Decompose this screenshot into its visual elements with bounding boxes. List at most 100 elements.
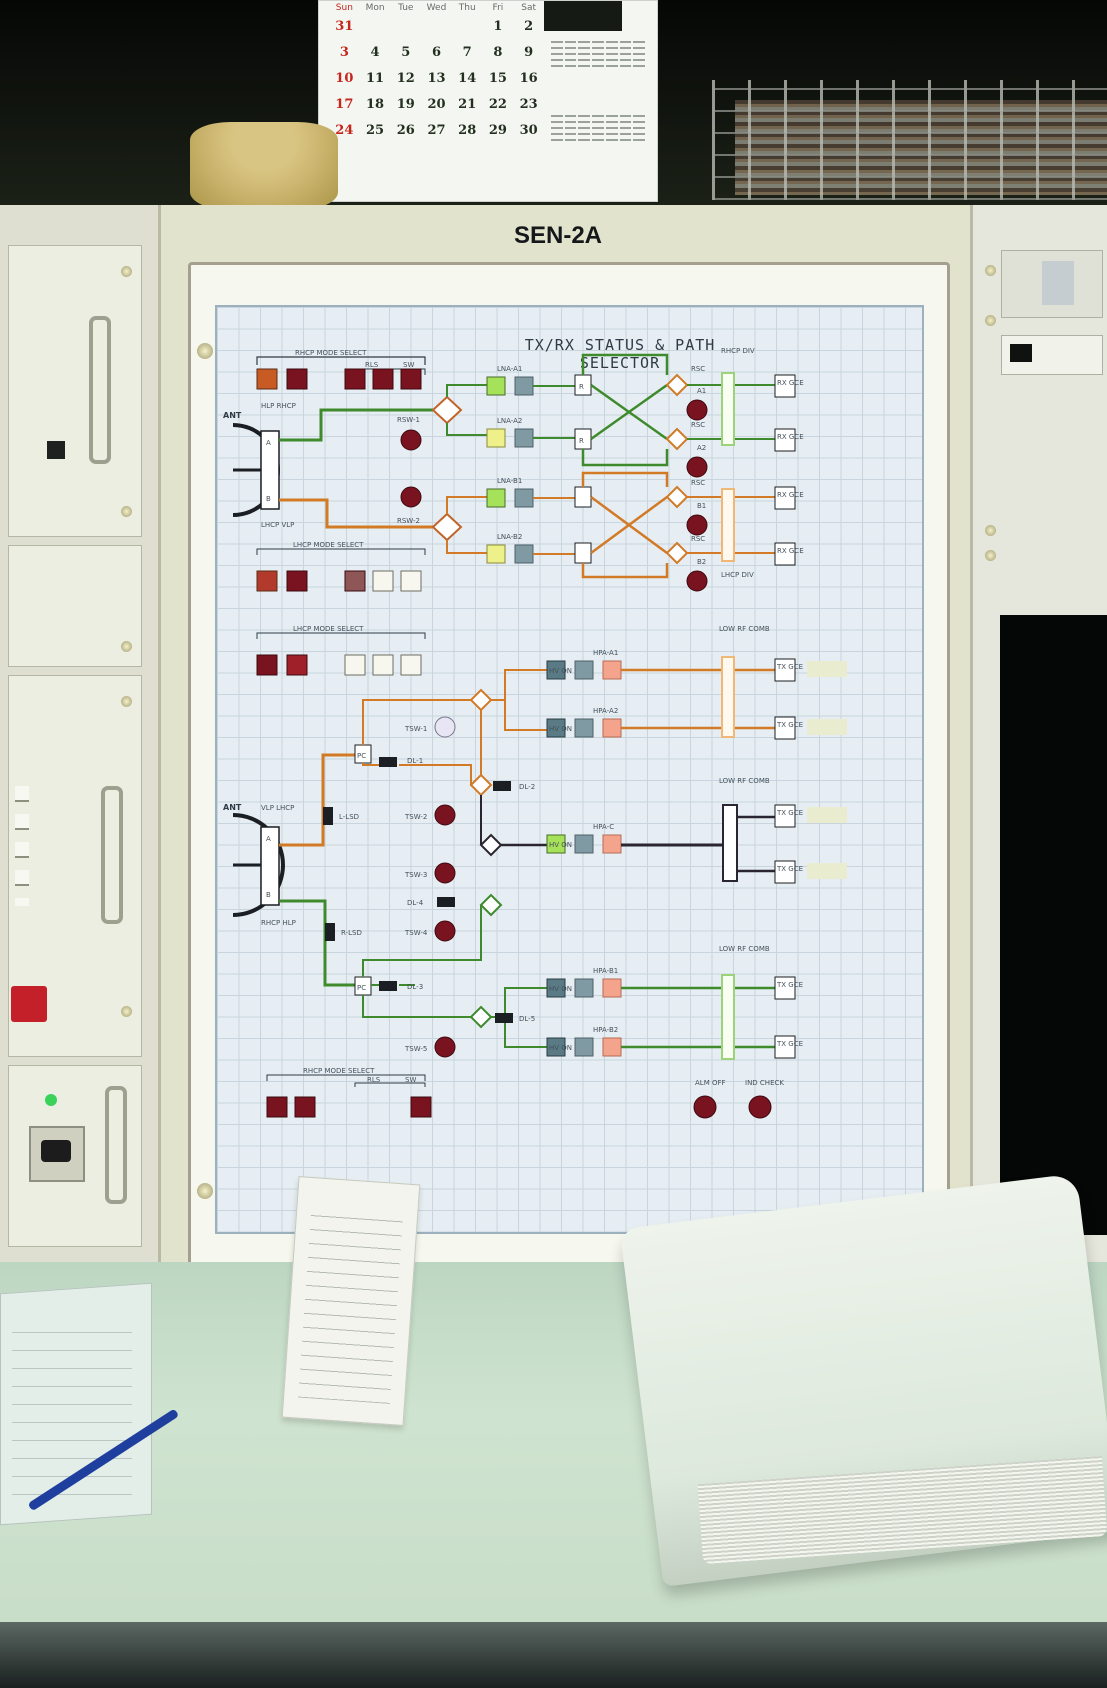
tx-tsw5-indicator[interactable] [434, 1036, 456, 1058]
rx-lhcp-rls-button-2[interactable] [372, 570, 394, 592]
desk-edge [0, 1622, 1107, 1688]
rx-lhcp-sw-button[interactable] [400, 570, 422, 592]
calendar-day: 28 [458, 123, 477, 138]
rx-rls-button-1[interactable] [344, 368, 366, 390]
rack-handle[interactable] [89, 316, 111, 464]
calendar-day: 31 [335, 19, 354, 34]
tx-tag-3 [807, 807, 847, 823]
tx-tsw3-indicator[interactable] [434, 862, 456, 884]
rsc-a1-title: RSC [691, 365, 705, 373]
rx-rls-button-2[interactable] [372, 368, 394, 390]
tx-tsw4-indicator[interactable] [434, 920, 456, 942]
rack-unit-blank [8, 545, 142, 667]
tx-sw-label: SW [405, 1076, 416, 1084]
tx-vlp-lhcp-label: VLP LHCP [261, 804, 294, 812]
hpa-a2-label: HPA-A2 [593, 707, 618, 715]
calendar-day: 27 [427, 123, 446, 138]
hpa-a1-status [574, 660, 594, 680]
tx-lhcp-rls-button-1[interactable] [344, 654, 366, 676]
calendar-day: 2 [524, 19, 534, 34]
calendar-day [421, 15, 452, 39]
rx-rhcp-mode-button-2[interactable] [286, 368, 308, 390]
tx-port-a: A [266, 835, 271, 843]
tx-dl2-label: DL-2 [519, 783, 535, 791]
rsc-a2-title: RSC [691, 421, 705, 429]
power-switch[interactable] [47, 441, 65, 459]
tx-dl5-load [495, 1013, 513, 1023]
toggle-switch-column[interactable] [15, 786, 29, 906]
tx-lhcp-rls-button-2[interactable] [372, 654, 394, 676]
ind-check-button[interactable] [748, 1095, 772, 1119]
rack-screw [121, 506, 132, 517]
tx-dl4-load [437, 897, 455, 907]
left-equipment-rack [0, 205, 161, 1280]
rx-sw-label: SW [403, 361, 414, 369]
emergency-red-button[interactable] [11, 986, 47, 1022]
rsc-a1-indicator[interactable] [686, 399, 708, 421]
calendar-day: 3 [339, 45, 349, 60]
rack-screw [121, 641, 132, 652]
rx-lhcp-rls-button-1[interactable] [344, 570, 366, 592]
rx-sw-button[interactable] [400, 368, 422, 390]
lna-b2-indicator-standby [486, 544, 506, 564]
tx-rhcp-mode-button-2[interactable] [294, 1096, 316, 1118]
calendar-day: 15 [488, 71, 507, 86]
tx-tsw5-label: TSW-5 [404, 1045, 427, 1053]
hpa-c-hv-on-button[interactable] [546, 834, 566, 854]
tx-rhcp-sw-button[interactable] [410, 1096, 432, 1118]
rx-lhcp-mode-button-2[interactable] [286, 570, 308, 592]
tx-tsw4-label: TSW-4 [404, 929, 428, 937]
hpa-b2-hv-on-button[interactable] [546, 1037, 566, 1057]
rx-gce-label-1: RX GCE [777, 379, 804, 387]
tx-gce-6 [774, 1035, 796, 1059]
rsc-b2-indicator[interactable] [686, 570, 708, 592]
calendar-day: 29 [488, 123, 507, 138]
rack-unit-middle [8, 675, 142, 1057]
rsc-b1-indicator[interactable] [686, 514, 708, 536]
rack-nameplate [1001, 335, 1103, 375]
memo-text-lines [298, 1208, 404, 1404]
tx-rhcp-mode-button-1[interactable] [266, 1096, 288, 1118]
rx-feed-block [260, 430, 280, 510]
tx-tsw2-indicator[interactable] [434, 804, 456, 826]
rx-rsw2-indicator[interactable] [400, 486, 422, 508]
tx-lhcp-sw-button[interactable] [400, 654, 422, 676]
tx-low-rf-comb-c-label: LOW RF COMB [719, 777, 770, 785]
rx-r-block-b1 [574, 486, 592, 508]
rack-screw [985, 525, 996, 536]
hpa-a2-hv-on-button[interactable] [546, 718, 566, 738]
rx-rsw1-indicator[interactable] [400, 429, 422, 451]
rx-lhcp-mode-button-1[interactable] [256, 570, 278, 592]
tx-tsw1-indicator[interactable] [434, 716, 456, 738]
tx-lhcp-mode-button-2[interactable] [286, 654, 308, 676]
rack-handle[interactable] [105, 1086, 127, 1204]
hpa-a1-hv-on-button[interactable] [546, 660, 566, 680]
rsc-a2-indicator[interactable] [686, 456, 708, 478]
rx-r-label-2: R [579, 437, 584, 445]
hpa-c-hv-on-label: HV ON [549, 841, 572, 849]
hpa-c-status [574, 834, 594, 854]
tx-hybrid-3 [479, 893, 503, 917]
rhcp-mode-bracket [256, 356, 426, 365]
rsc-a1-label: A1 [697, 387, 706, 395]
rack-handle[interactable] [101, 786, 123, 924]
rx-port-a: A [266, 439, 271, 447]
hpa-b1-hv-on-button[interactable] [546, 978, 566, 998]
rack-screw [121, 266, 132, 277]
folded-memo[interactable] [281, 1176, 421, 1426]
tx-lhcp-path [279, 753, 355, 847]
alm-off-button[interactable] [693, 1095, 717, 1119]
tx-lhcp-mode-button-1[interactable] [256, 654, 278, 676]
lna-b1-indicator [514, 488, 534, 508]
tx-gce-5 [774, 976, 796, 1000]
tx-rhcp-hlp-label: RHCP HLP [261, 919, 296, 927]
calendar-day: 16 [519, 71, 538, 86]
rx-rsw1-label: RSW-1 [397, 416, 420, 424]
calendar-day: 22 [488, 97, 507, 112]
mimic-panel [215, 305, 924, 1234]
calendar-dark-tab [544, 1, 622, 31]
tx-dl3-load [379, 981, 397, 991]
rx-rhcp-mode-button-1[interactable] [256, 368, 278, 390]
crt-monitor [1000, 615, 1107, 1235]
